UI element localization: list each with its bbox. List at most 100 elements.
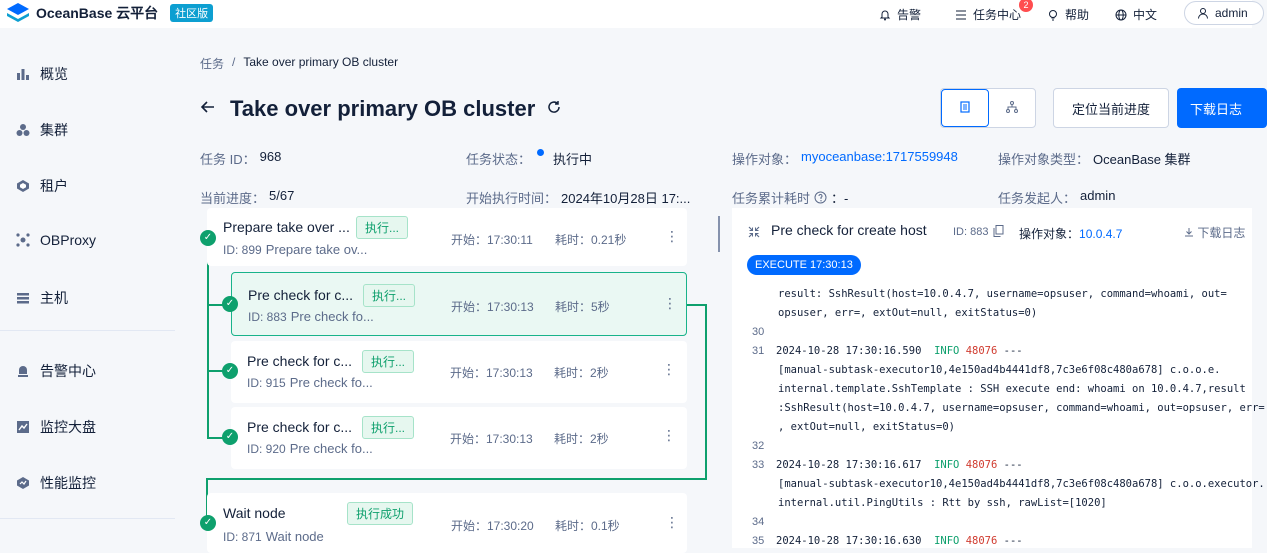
locate-progress-button[interactable]: 定位当前进度 (1053, 88, 1169, 128)
check-circle-icon: ✓ (200, 230, 216, 246)
task-name: Pre check for c... (247, 353, 353, 369)
panel-splitter-handle[interactable] (718, 216, 720, 252)
log-line: [manual-subtask-executor10,4e150ad4b4441… (778, 364, 1221, 376)
alerts-menu[interactable]: 告警 (879, 6, 921, 23)
log-line: internal.template.SshTemplate : SSH exec… (778, 383, 1246, 395)
task-center-menu[interactable]: 任务中心 (955, 6, 1021, 23)
target-type-field: 操作对象类型： OceanBase 集群 (998, 149, 1191, 168)
sidebar-item-label: 集群 (40, 122, 68, 138)
sidebar-item-label: OBProxy (40, 232, 97, 248)
tree-connector (207, 238, 209, 438)
sidebar: 概览 集群 租户 OBProxy 主机 告警中心 监控大盘 (0, 36, 175, 548)
task-status-tag: 执行... (362, 416, 415, 439)
download-log-button[interactable]: 下载日志 (1177, 88, 1267, 128)
language-label: 中文 (1133, 8, 1158, 22)
elapsed-value: ：- (831, 191, 849, 206)
sidebar-item-label: 监控大盘 (40, 419, 96, 435)
list-view-button[interactable] (941, 89, 989, 127)
task-duration: 耗时：5秒 (555, 300, 610, 314)
progress-value: 5/67 (269, 188, 295, 203)
check-circle-icon: ✓ (222, 363, 238, 379)
user-menu[interactable]: admin (1184, 1, 1264, 25)
log-line: 2024-10-28 17:30:16.590 INFO 48076 --- (776, 345, 1023, 357)
sidebar-item-performance[interactable]: 性能监控 (16, 473, 96, 493)
target-link[interactable]: myoceanbase:1717559948 (801, 149, 958, 164)
sidebar-item-cluster[interactable]: 集群 (16, 120, 68, 140)
help-label: 帮助 (1065, 8, 1090, 22)
collapse-icon[interactable] (748, 226, 760, 241)
task-start-time: 开始：17:30:20 (451, 519, 534, 533)
more-vertical-icon[interactable]: ⋮ (665, 514, 679, 530)
topology-view-button[interactable] (989, 89, 1035, 127)
user-icon (1197, 7, 1209, 19)
log-panel: Pre check for create host ID: 883 操作对象：1… (732, 208, 1265, 548)
sidebar-item-obproxy[interactable]: OBProxy (16, 232, 96, 248)
more-vertical-icon[interactable]: ⋮ (665, 228, 679, 244)
help-menu[interactable]: 帮助 (1047, 6, 1089, 23)
log-line: opsuser, err=, extOut=null, exitStatus=0… (778, 307, 1038, 319)
sidebar-item-label: 租户 (40, 178, 68, 194)
topology-view-icon (1006, 100, 1018, 116)
task-name: Pre check for c... (248, 287, 354, 303)
task-notify-badge: 2 (1019, 0, 1033, 12)
copy-icon[interactable] (993, 225, 1004, 240)
sidebar-item-host[interactable]: 主机 (16, 288, 68, 308)
sidebar-item-alert-center[interactable]: 告警中心 (16, 361, 96, 381)
log-line: internal.util.PingUtils : Rtt by ssh, ra… (778, 497, 1107, 509)
tree-connector (207, 370, 231, 372)
task-start-time: 开始：17:30:13 (450, 432, 533, 446)
task-duration: 耗时：0.21秒 (555, 233, 627, 247)
initiator-field: 任务发起人： admin (998, 188, 1116, 206)
task-id-value: 968 (259, 149, 282, 164)
cluster-icon (16, 123, 30, 137)
status-dot-icon (537, 149, 545, 156)
line-number: 32 (752, 440, 765, 452)
target-field: 操作对象： myoceanbase:1717559948 (732, 149, 958, 167)
breadcrumb-root[interactable]: 任务 (200, 57, 225, 71)
line-number: 35 (752, 535, 765, 547)
refresh-icon[interactable] (547, 100, 561, 119)
more-vertical-icon[interactable]: ⋮ (662, 427, 676, 443)
line-number: 31 (752, 345, 765, 357)
log-download-link[interactable]: 下载日志 (1184, 224, 1245, 241)
download-icon (1185, 228, 1193, 237)
language-menu[interactable]: 中文 (1115, 6, 1157, 23)
breadcrumb: 任务 / Take over primary OB cluster (200, 55, 398, 72)
brand-logo[interactable]: OceanBase 云平台 社区版 (6, 2, 214, 24)
back-arrow-icon[interactable] (200, 99, 218, 120)
sidebar-item-monitor-dashboard[interactable]: 监控大盘 (16, 417, 96, 437)
tree-connector (207, 304, 231, 306)
log-line: [manual-subtask-executor10,4e150ad4b4441… (778, 478, 1265, 490)
log-target-link[interactable]: 10.0.4.7 (1079, 227, 1123, 241)
sidebar-item-overview[interactable]: 概览 (16, 64, 68, 84)
task-duration: 耗时：0.1秒 (555, 519, 620, 533)
sidebar-item-label: 性能监控 (40, 475, 96, 491)
start-time-field: 开始执行时间： 2024年10月28日 17:... (466, 188, 690, 207)
breadcrumb-separator: / (232, 55, 236, 69)
log-line: :SshResult(host=10.0.4.7, username=opsus… (778, 402, 1265, 414)
alerts-label: 告警 (897, 8, 922, 22)
list-icon (955, 9, 967, 21)
bar-chart-icon (16, 67, 30, 81)
bulb-icon (1047, 9, 1059, 21)
tree-connector (686, 304, 707, 306)
proxy-icon (16, 233, 30, 247)
question-circle-icon[interactable] (814, 188, 827, 207)
line-number: 33 (752, 459, 765, 471)
task-id-field: 任务 ID： 968 (200, 149, 282, 167)
task-status-tag: 执行成功 (347, 502, 414, 525)
view-toggle (940, 88, 1036, 128)
sidebar-item-tenant[interactable]: 租户 (16, 176, 68, 196)
more-vertical-icon[interactable]: ⋮ (662, 361, 676, 377)
more-vertical-icon[interactable]: ⋮ (663, 295, 677, 311)
